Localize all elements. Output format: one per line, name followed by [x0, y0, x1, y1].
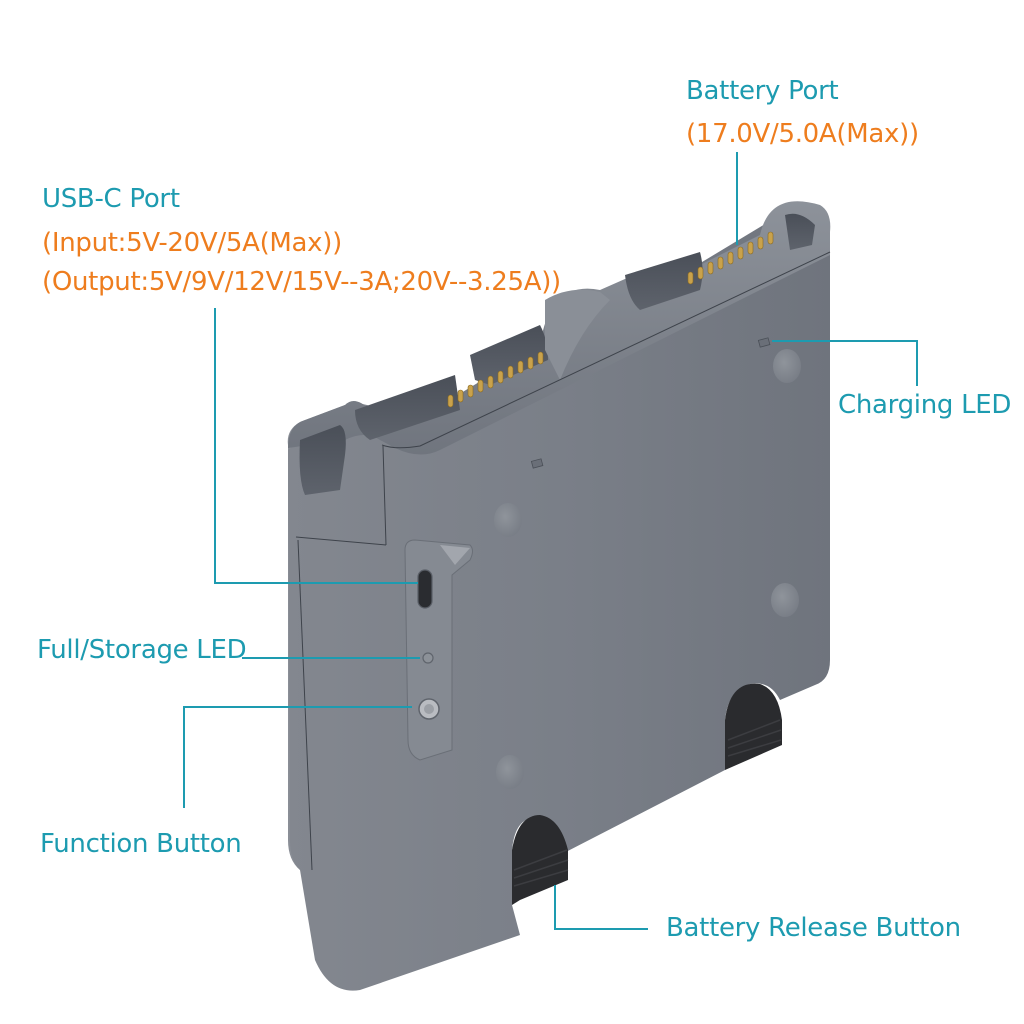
battery-pocket-far-right: [785, 213, 815, 250]
battery-port-spec: (17.0V/5.0A(Max)): [686, 119, 919, 149]
usb-c-port: [417, 569, 433, 609]
foot-dot: [494, 503, 522, 537]
charging-led-window: [757, 337, 771, 348]
usb-c-port-label: USB-C Port: [42, 184, 180, 214]
foot-dot: [496, 755, 524, 789]
charging-led-label: Charging LED: [838, 390, 1012, 420]
foot-dot: [773, 349, 801, 383]
usb-c-port-spec-input: (Input:5V-20V/5A(Max)): [42, 228, 342, 258]
battery-release-button-left: [512, 815, 569, 905]
device-front-face: [288, 202, 830, 991]
battery-release-button-label: Battery Release Button: [666, 913, 961, 943]
battery-release-button-right: [725, 683, 782, 770]
foot-dot: [771, 583, 799, 617]
led-window-mark: [530, 458, 544, 469]
full-storage-led: [422, 652, 434, 664]
battery-port-label: Battery Port: [686, 76, 839, 106]
control-strip-top-bevel: [440, 545, 470, 565]
function-button-label: Function Button: [40, 829, 242, 859]
battery-pocket-right: [625, 252, 703, 310]
full-storage-led-label: Full/Storage LED: [37, 635, 247, 665]
battery-pocket-mid: [470, 325, 548, 385]
panel-seam-side: [297, 539, 313, 871]
battery-port-pins-left: [447, 351, 544, 408]
center-ridge: [545, 289, 610, 380]
battery-port-pins-right: [687, 231, 774, 285]
usb-c-port-spec-output: (Output:5V/9V/12V/15V--3A;20V--3.25A)): [42, 267, 561, 297]
